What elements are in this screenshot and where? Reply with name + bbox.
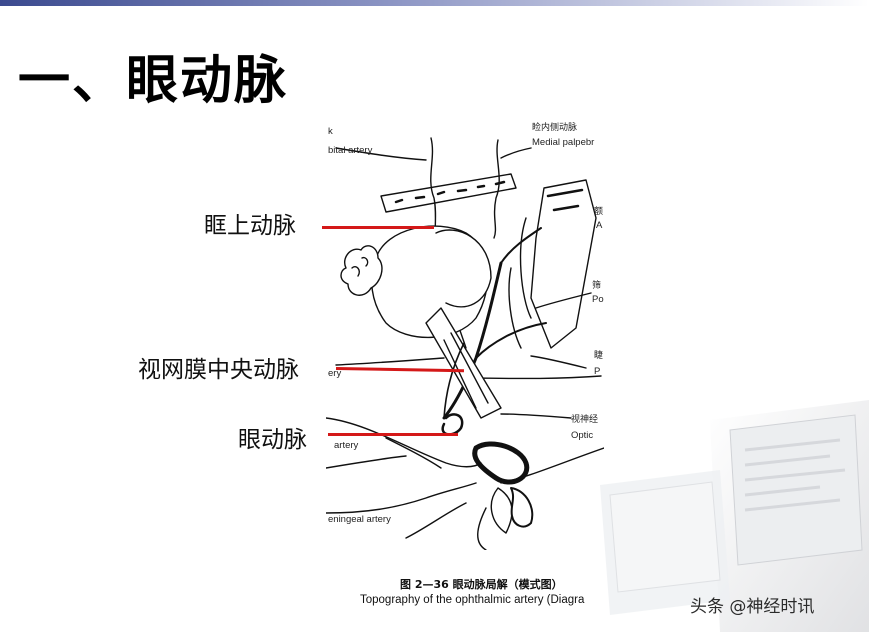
- diagram-label-right-en-2: Po: [592, 294, 604, 305]
- diagram-label-medial-palpebral-cn: 睑内侧动脉: [532, 121, 577, 133]
- label-ophthalmic-artery: 眼动脉: [238, 427, 307, 453]
- source-watermark: 头条 @神经时讯: [690, 597, 815, 617]
- diagram-label-optic-en: Optic: [571, 430, 593, 441]
- pointer-supraorbital-line: [322, 226, 434, 229]
- slide-title: 一、眼动脉: [18, 51, 289, 111]
- diagram-label-artery-fragment: artery: [334, 440, 359, 451]
- diagram-label-right-cn-1: 额: [594, 205, 603, 217]
- ophthalmic-artery-diagram: k bital artery 睑内侧动脉 Medial palpebr 额 A …: [326, 118, 604, 550]
- diagram-label-right-cn-3: 睫: [594, 349, 603, 361]
- decorative-computer-graphic: [600, 400, 869, 632]
- diagram-label-meningeal: eningeal artery: [328, 514, 391, 525]
- diagram-label-supraorbital-en: bital artery: [328, 145, 373, 156]
- title-accent-strip: [0, 0, 869, 6]
- diagram-label-central-retinal-fragment: ery: [328, 368, 341, 379]
- figure-caption-en: Topography of the ophthalmic artery (Dia…: [360, 594, 585, 606]
- diagram-label-medial-palpebral-en: Medial palpebr: [532, 137, 594, 148]
- diagram-label-fragment: k: [328, 126, 333, 137]
- diagram-label-right-cn-2: 筛: [592, 279, 601, 291]
- label-supraorbital-artery: 眶上动脉: [204, 213, 296, 239]
- diagram-label-right-en-1: A: [596, 220, 603, 231]
- diagram-label-optic-cn: 视神经: [571, 413, 598, 425]
- figure-caption-cn: 图 2—36 眼动脉局解（模式图）: [400, 578, 563, 591]
- label-central-retinal-artery: 视网膜中央动脉: [138, 357, 299, 383]
- diagram-label-right-en-3: P: [594, 366, 600, 377]
- pointer-ophthalmic-line: [328, 433, 458, 436]
